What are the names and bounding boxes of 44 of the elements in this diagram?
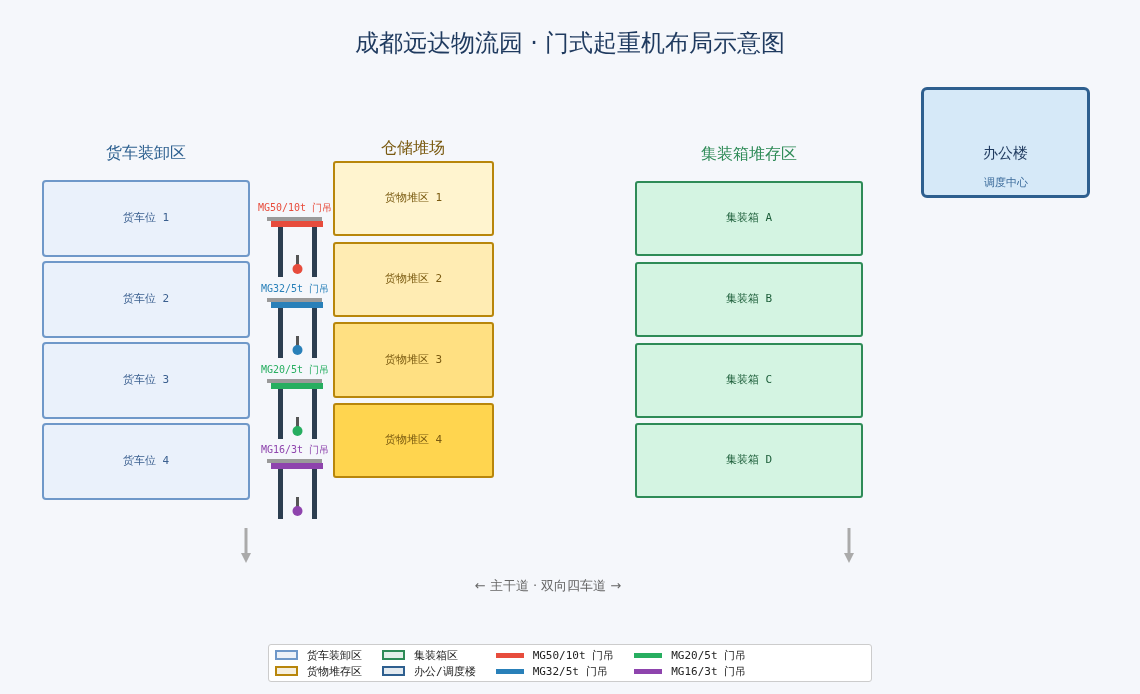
legend-text: 货车装卸区 <box>307 647 362 663</box>
loading-bay-box <box>42 261 250 338</box>
building-subtitle: 调度中心 <box>983 176 1028 190</box>
container-slot-box <box>635 181 863 256</box>
container-label: 集装箱 B <box>725 291 773 308</box>
yard-label: 货物堆区 3 <box>384 351 443 368</box>
bay-label: 货车位 1 <box>122 210 170 227</box>
legend-text: MG32/5t 门吊 <box>532 663 608 679</box>
zone-heading: 仓储堆场 <box>381 138 445 158</box>
yard-label: 货物堆区 2 <box>384 271 443 288</box>
crane-label: MG50/10t 门吊 <box>257 201 333 215</box>
crane-label: MG20/5t 门吊 <box>260 363 330 377</box>
road-label: ← 主干道 · 双向四车道 → <box>474 577 622 595</box>
bay-label: 货车位 4 <box>122 453 170 470</box>
diagram-title: 成都远达物流园 · 门式起重机布局示意图 <box>354 28 786 59</box>
bay-label: 货车位 3 <box>122 372 170 389</box>
legend-text: 办公/调度楼 <box>414 663 476 679</box>
office-building-box <box>921 87 1090 198</box>
yard-label: 货物堆区 1 <box>384 190 443 207</box>
building-title: 办公楼 <box>983 143 1028 163</box>
container-slot-box <box>635 343 863 418</box>
container-label: 集装箱 C <box>725 372 773 389</box>
storage-yard-box <box>333 242 494 317</box>
storage-yard-box <box>333 161 494 236</box>
container-label: 集装箱 A <box>725 210 773 227</box>
storage-yard-box <box>333 322 494 398</box>
container-label: 集装箱 D <box>725 452 773 469</box>
yard-label: 货物堆区 4 <box>384 432 443 449</box>
container-slot-box <box>635 423 863 498</box>
legend-text: MG50/10t 门吊 <box>532 647 615 663</box>
zone-heading: 货车装卸区 <box>106 143 186 163</box>
loading-bay-box <box>42 423 250 500</box>
zone-heading: 集装箱堆存区 <box>701 144 797 164</box>
legend-text: MG20/5t 门吊 <box>671 647 747 663</box>
loading-bay-box <box>42 342 250 419</box>
storage-yard-box <box>333 403 494 478</box>
container-slot-box <box>635 262 863 337</box>
loading-bay-box <box>42 180 250 257</box>
legend-text: MG16/3t 门吊 <box>671 663 747 679</box>
crane-label: MG32/5t 门吊 <box>260 282 330 296</box>
legend-text: 集装箱区 <box>414 647 458 663</box>
crane-label: MG16/3t 门吊 <box>260 443 330 457</box>
legend-text: 货物堆存区 <box>307 663 362 679</box>
bay-label: 货车位 2 <box>122 291 170 308</box>
